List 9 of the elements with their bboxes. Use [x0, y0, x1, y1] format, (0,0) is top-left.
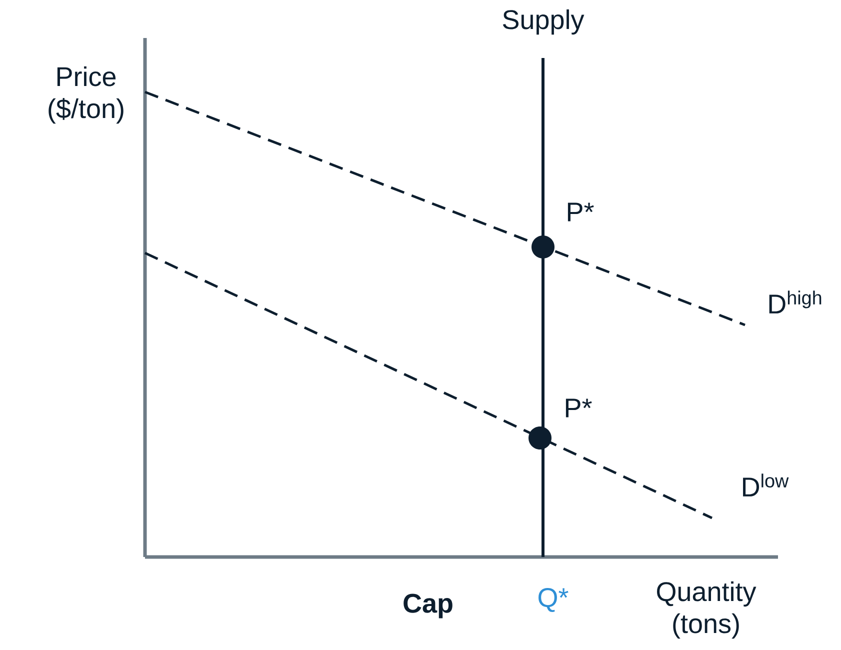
- curve-label: D$^{high}$: [769, 290, 822, 314]
- point-label: P*: [566, 398, 592, 418]
- quantity-label: Q*: [538, 588, 568, 612]
- point-label: P*: [568, 202, 594, 222]
- axis-label: Quantity (tons): [657, 581, 756, 639]
- axis-label: Price ($/ton): [48, 66, 124, 124]
- cap-label: Cap: [404, 594, 452, 618]
- axis-label: Supply: [502, 9, 584, 35]
- curve-label: D$^{low}$: [743, 474, 789, 496]
